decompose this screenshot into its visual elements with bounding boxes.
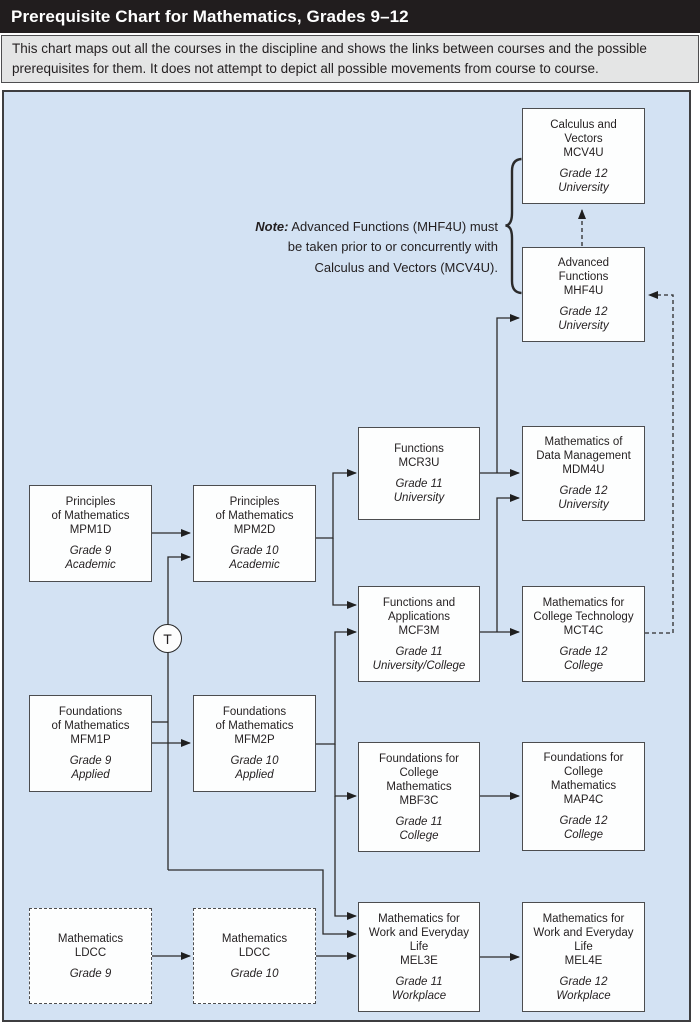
page-title: Prerequisite Chart for Mathematics, Grad… xyxy=(11,6,409,26)
course-title: Mathematics for College Technology MCT4C xyxy=(533,596,634,637)
course-grade: Grade 9 Academic xyxy=(65,545,116,571)
note-text: Advanced Functions (MHF4U) must be taken… xyxy=(287,218,498,275)
course-title: Principles of Mathematics MPM1D xyxy=(51,496,130,536)
note: Note: Advanced Functions (MHF4U) must be… xyxy=(230,196,498,278)
course-box-mel3e: Mathematics for Work and Everyday Life M… xyxy=(358,902,480,1012)
course-grade: Grade 9 Applied xyxy=(69,755,112,781)
course-box-mhf4u: Advanced Functions MHF4U Grade 12 Univers… xyxy=(522,247,645,342)
course-title: Principles of Mathematics MPM2D xyxy=(215,496,294,536)
course-box-mel4e: Mathematics for Work and Everyday Life M… xyxy=(522,902,645,1012)
course-grade: Grade 12 University xyxy=(558,485,609,511)
course-grade: Grade 12 College xyxy=(559,645,608,672)
course-title: Functions and Applications MCF3M xyxy=(382,596,456,637)
title-bar: Prerequisite Chart for Mathematics, Grad… xyxy=(0,0,700,33)
course-grade: Grade 11 University/College xyxy=(372,645,466,672)
course-title: Functions MCR3U xyxy=(394,443,444,469)
course-title: Foundations of Mathematics MFM1P xyxy=(51,706,130,746)
course-box-mfm2p: Foundations of Mathematics MFM2P Grade 10… xyxy=(193,695,316,792)
course-box-mpm1d: Principles of Mathematics MPM1D Grade 9 A… xyxy=(29,485,152,582)
course-box-mct4c: Mathematics for College Technology MCT4C… xyxy=(522,586,645,682)
course-box-mcf3m: Functions and Applications MCF3M Grade 11… xyxy=(358,586,480,682)
course-box-ldcc10: Mathematics LDCC Grade 10 xyxy=(193,908,316,1004)
course-grade: Grade 10 Applied xyxy=(230,755,279,781)
course-title: Foundations for College Mathematics MBF3… xyxy=(379,752,459,807)
course-box-mcv4u: Calculus and Vectors MCV4U Grade 12 Unive… xyxy=(522,108,645,204)
course-box-map4c: Foundations for College Mathematics MAP4… xyxy=(522,742,645,851)
course-grade: Grade 12 College xyxy=(559,815,608,841)
course-box-mcr3u: Functions MCR3U Grade 11 University xyxy=(358,427,480,520)
course-title: Foundations of Mathematics MFM2P xyxy=(215,706,294,746)
course-box-mbf3c: Foundations for College Mathematics MBF3… xyxy=(358,742,480,852)
course-box-mdm4u: Mathematics of Data Management MDM4U Grad… xyxy=(522,426,645,521)
course-title: Mathematics LDCC xyxy=(57,932,124,959)
note-label: Note: xyxy=(255,218,289,234)
course-title: Mathematics LDCC xyxy=(221,932,288,959)
intro-text: This chart maps out all the courses in t… xyxy=(12,41,647,76)
course-box-ldcc9: Mathematics LDCC Grade 9 xyxy=(29,908,152,1004)
transfer-course-marker: T xyxy=(153,624,182,653)
course-grade: Grade 11 College xyxy=(395,815,443,842)
course-title: Mathematics of Data Management MDM4U xyxy=(536,436,631,476)
course-grade: Grade 12 Workplace xyxy=(556,975,611,1002)
course-grade: Grade 12 University xyxy=(558,167,609,194)
course-grade: Grade 10 xyxy=(230,967,279,980)
course-grade: Grade 10 Academic xyxy=(229,545,280,571)
course-title: Calculus and Vectors MCV4U xyxy=(550,118,617,159)
course-grade: Grade 11 University xyxy=(393,478,445,504)
course-grade: Grade 12 University xyxy=(558,306,609,332)
course-title: Mathematics for Work and Everyday Life M… xyxy=(368,912,470,967)
course-grade: Grade 9 xyxy=(69,967,112,980)
course-box-mfm1p: Foundations of Mathematics MFM1P Grade 9 … xyxy=(29,695,152,792)
course-title: Foundations for College Mathematics MAP4… xyxy=(543,752,624,806)
course-grade: Grade 11 Workplace xyxy=(391,975,447,1002)
course-box-mpm2d: Principles of Mathematics MPM2D Grade 10 … xyxy=(193,485,316,582)
intro-bar: This chart maps out all the courses in t… xyxy=(1,35,699,83)
course-title: Advanced Functions MHF4U xyxy=(557,257,610,297)
course-title: Mathematics for Work and Everyday Life M… xyxy=(533,912,634,967)
